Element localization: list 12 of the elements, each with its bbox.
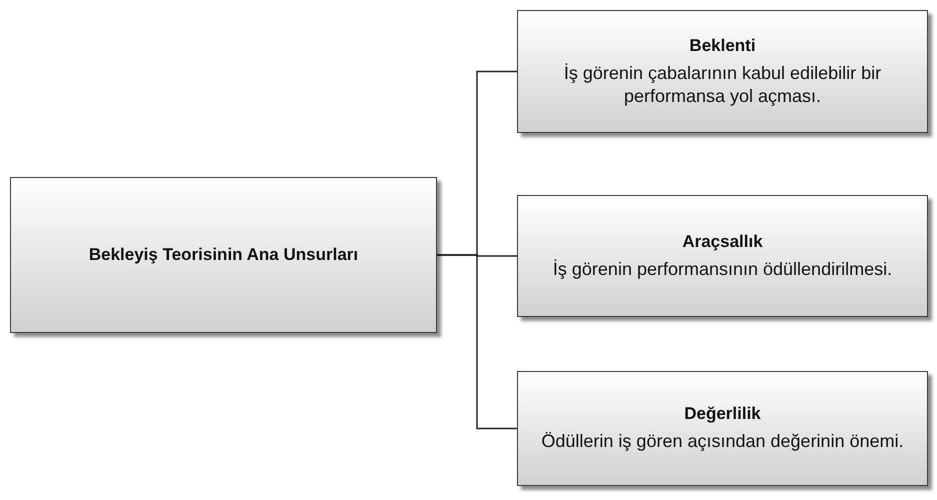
box-description: İş görenin performansının ödüllendirilmesi.: [552, 258, 894, 280]
box-title: Beklenti: [689, 36, 756, 56]
concept-box: [517, 10, 928, 133]
concept-box: [517, 371, 928, 486]
box-title: Bekleyiş Teorisinin Ana Unsurları: [88, 245, 358, 265]
box-title: Araçsallık: [682, 232, 763, 252]
box-title: Değerlilik: [684, 404, 761, 424]
connector-line: [437, 254, 517, 430]
box-description: İş görenin çabalarının kabul edilebilir bir performansa yol açması.: [562, 62, 882, 107]
box-description: Ödüllerin iş gören açısından değerinin önemi.: [540, 430, 905, 453]
concept-box: [517, 195, 928, 317]
main-concept-box: [10, 177, 437, 333]
